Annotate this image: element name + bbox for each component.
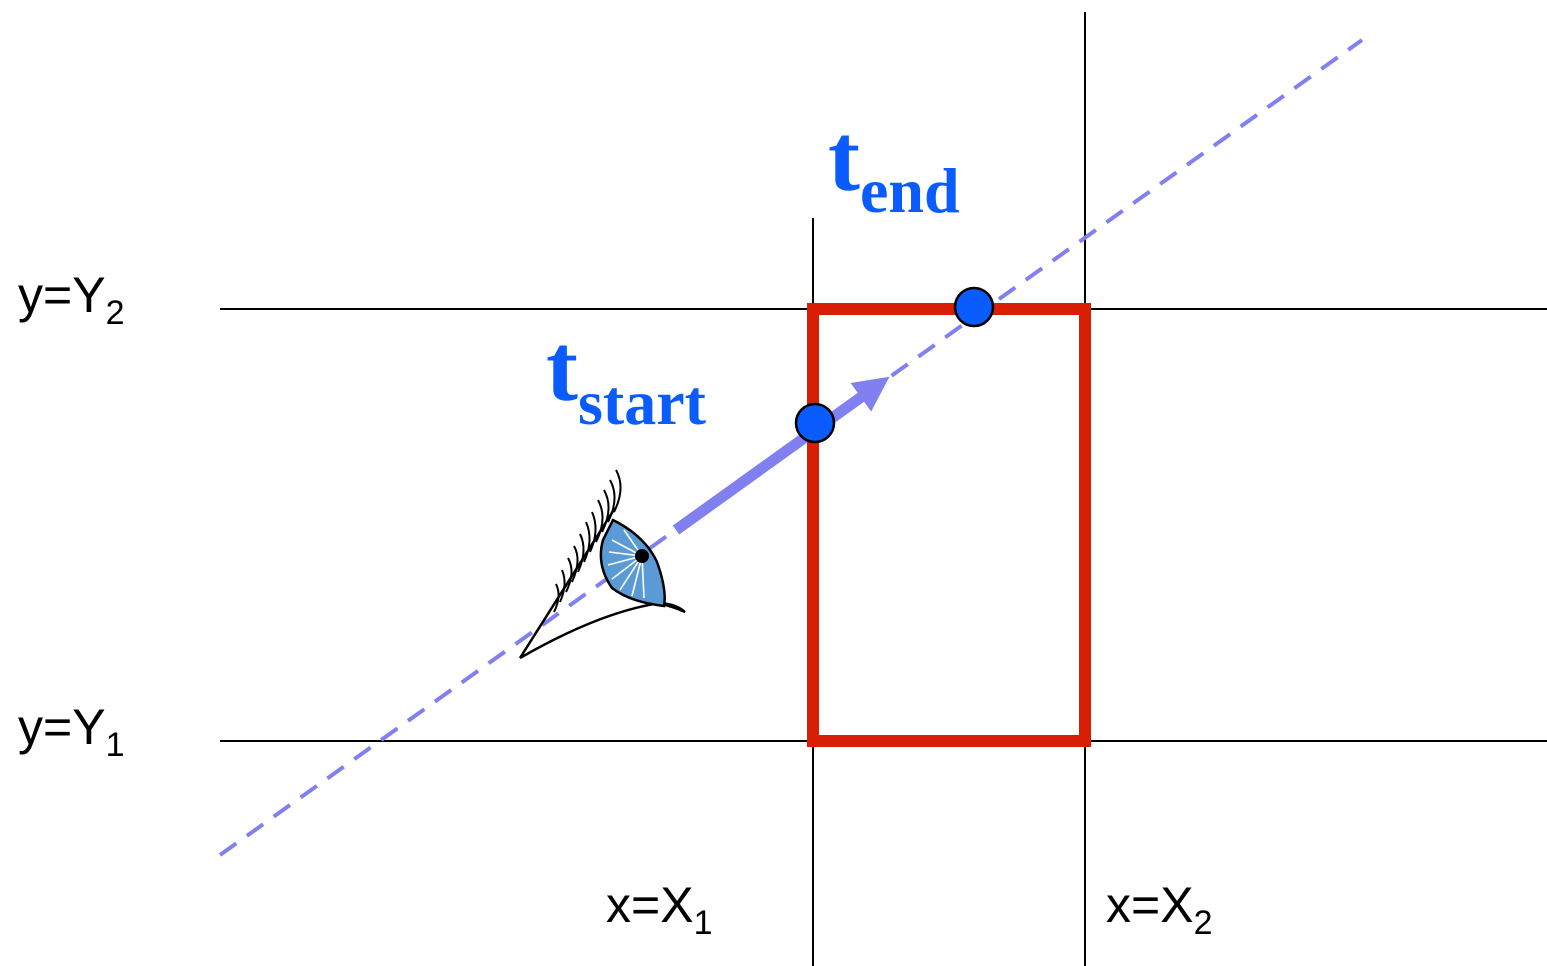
t-start-label: tstart xyxy=(546,314,707,438)
t-start-point xyxy=(794,402,836,444)
t-end-point xyxy=(953,286,995,328)
label-y2: y=Y2 xyxy=(18,267,124,332)
bounding-box xyxy=(807,303,1091,747)
label-y1: y=Y1 xyxy=(18,699,124,764)
label-x1: x=X1 xyxy=(606,877,712,942)
ray-direction-arrow xyxy=(672,376,890,535)
label-x2: x=X2 xyxy=(1106,877,1212,942)
t-end-label: tend xyxy=(828,104,960,226)
eye-icon xyxy=(518,469,686,660)
